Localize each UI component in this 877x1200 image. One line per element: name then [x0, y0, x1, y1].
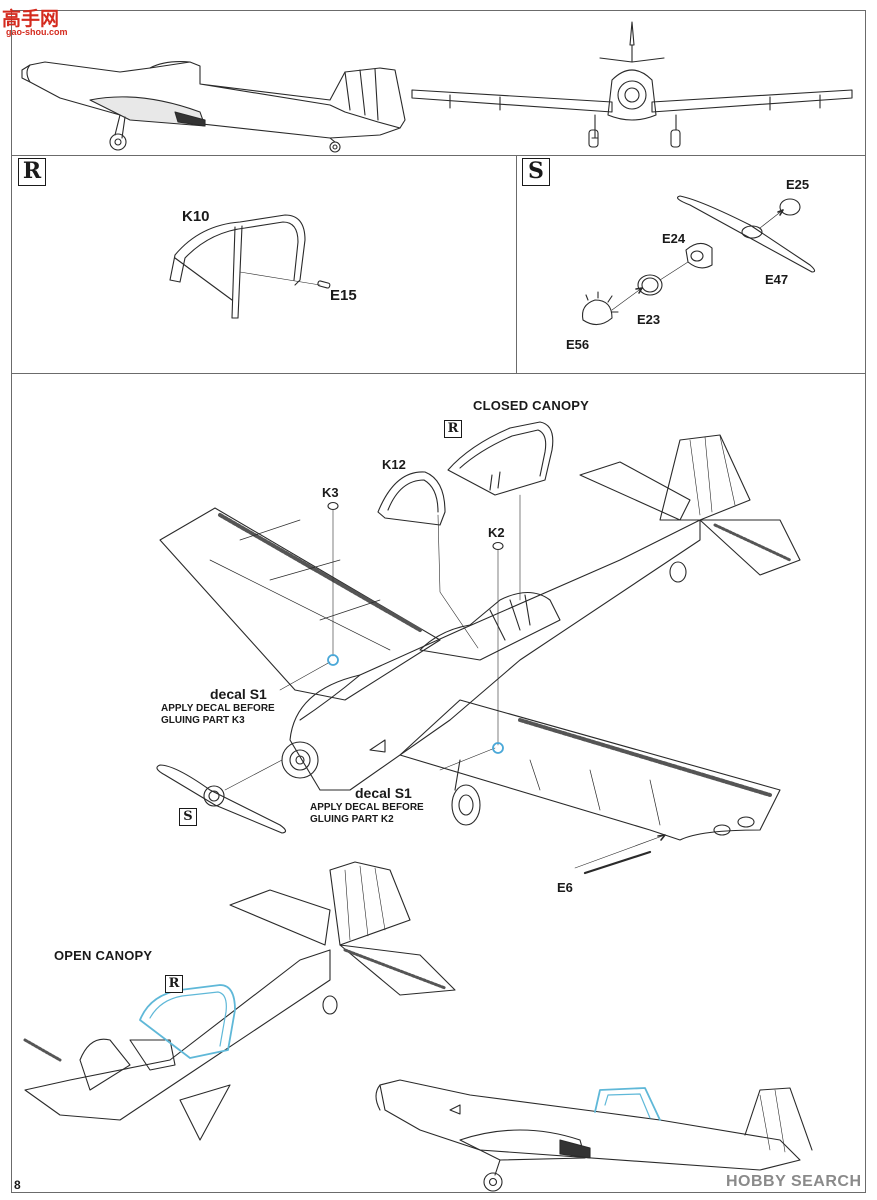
decal-s1-right-label: decal S1: [355, 785, 412, 801]
propeller-assembly-s: [581, 195, 816, 326]
part-label-k3: K3: [322, 485, 339, 500]
decal-s1-left-note-2: GLUING PART K3: [161, 715, 245, 726]
part-label-e24: E24: [662, 231, 686, 246]
watermark-logo: 高手网: [2, 8, 60, 30]
part-label-e47: E47: [765, 272, 789, 287]
open-canopy-r-marker: R: [165, 975, 183, 993]
main-s-marker: S: [179, 808, 197, 826]
decal-s1-right-note-2: GLUING PART K2: [310, 814, 394, 825]
decal-s1-left-note-1: APPLY DECAL BEFORE: [161, 703, 275, 714]
part-label-e6: E6: [557, 880, 573, 895]
main-assembly-frame: [11, 373, 866, 1193]
part-label-k2: K2: [488, 525, 505, 540]
part-label-k12: K12: [382, 457, 406, 472]
part-label-e25: E25: [786, 177, 810, 192]
part-label-k10: K10: [182, 208, 210, 225]
page-number: 8: [14, 1178, 21, 1192]
step-s-marker: S: [522, 158, 550, 186]
part-label-e23: E23: [637, 312, 661, 327]
watermark-hobby-search: HOBBY SEARCH: [726, 1173, 862, 1190]
step-r-marker: R: [18, 158, 46, 186]
main-r-marker: R: [444, 420, 462, 438]
decal-s1-right-note-1: APPLY DECAL BEFORE: [310, 802, 424, 813]
side-view-plane: [21, 61, 406, 153]
closed-canopy-heading: CLOSED CANOPY: [473, 398, 590, 413]
canopy-k10: [169, 214, 331, 319]
front-view-plane: [411, 21, 853, 148]
bottom-side-view-plane: [375, 1079, 813, 1192]
main-plane: [156, 421, 801, 875]
watermark-site: gao-shou.com: [6, 27, 68, 37]
decal-s1-left-label: decal S1: [210, 686, 267, 702]
open-canopy-heading: OPEN CANOPY: [54, 948, 153, 963]
part-label-e15: E15: [330, 287, 357, 304]
open-canopy-plane: [23, 861, 456, 1141]
part-label-e56: E56: [566, 337, 590, 352]
